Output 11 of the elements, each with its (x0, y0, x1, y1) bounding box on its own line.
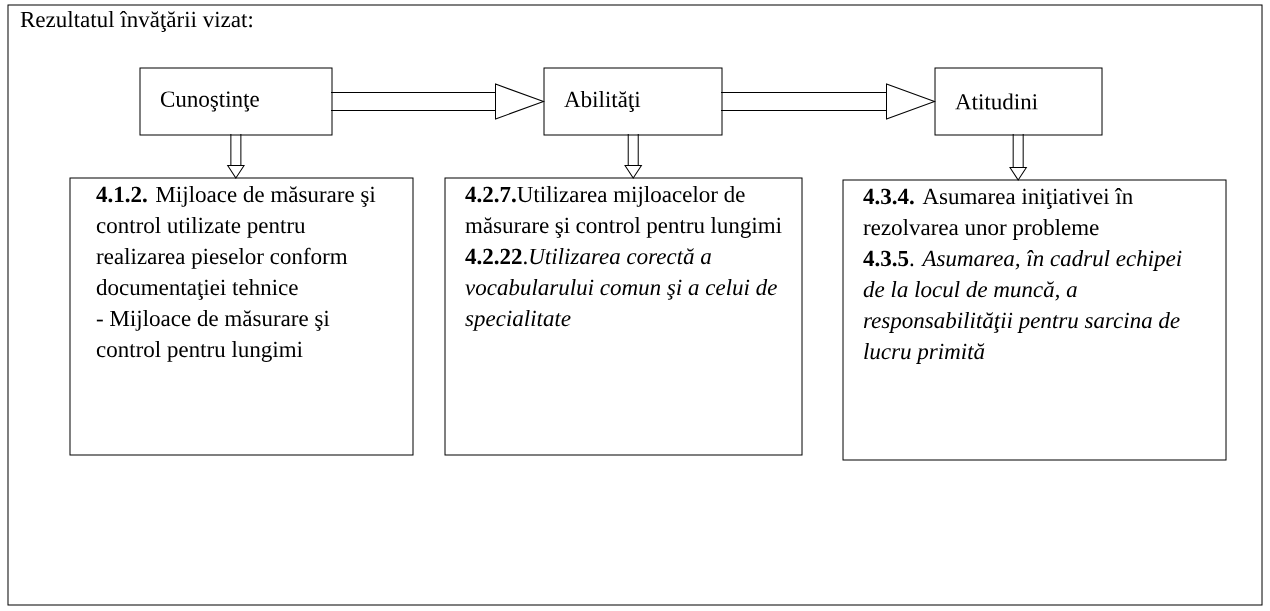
outcome-box: 4.1.2. Mijloace de măsurare şi control utilizate pentru realizarea pieselor conform documentaţiei tehnice - Mijloace de măsurare şi control pentru lungimi (69, 177, 414, 456)
arrow (227, 133, 245, 179)
category-box: Cunoştinţe (139, 67, 333, 136)
outcome-box: 4.3.4. Asumarea iniţiativei în rezolvarea unor probleme 4.3.5. Asumarea, în cadrul echipei de la locul de muncă, a responsabilităţii pentru sarcina de lucru primită (842, 179, 1227, 461)
outcome-box: 4.2.7.Utilizarea mijloacelor de măsurare şi control pentru lungimi 4.2.22.Utilizarea corectă a vocabularului comun şi a celui de specialitate (444, 177, 803, 456)
arrow (1009, 133, 1027, 181)
arrow (330, 83, 545, 120)
arrow (624, 133, 642, 179)
arrow (720, 83, 936, 120)
category-box: Atitudini (934, 67, 1103, 136)
category-box: Abilităţi (543, 67, 723, 136)
